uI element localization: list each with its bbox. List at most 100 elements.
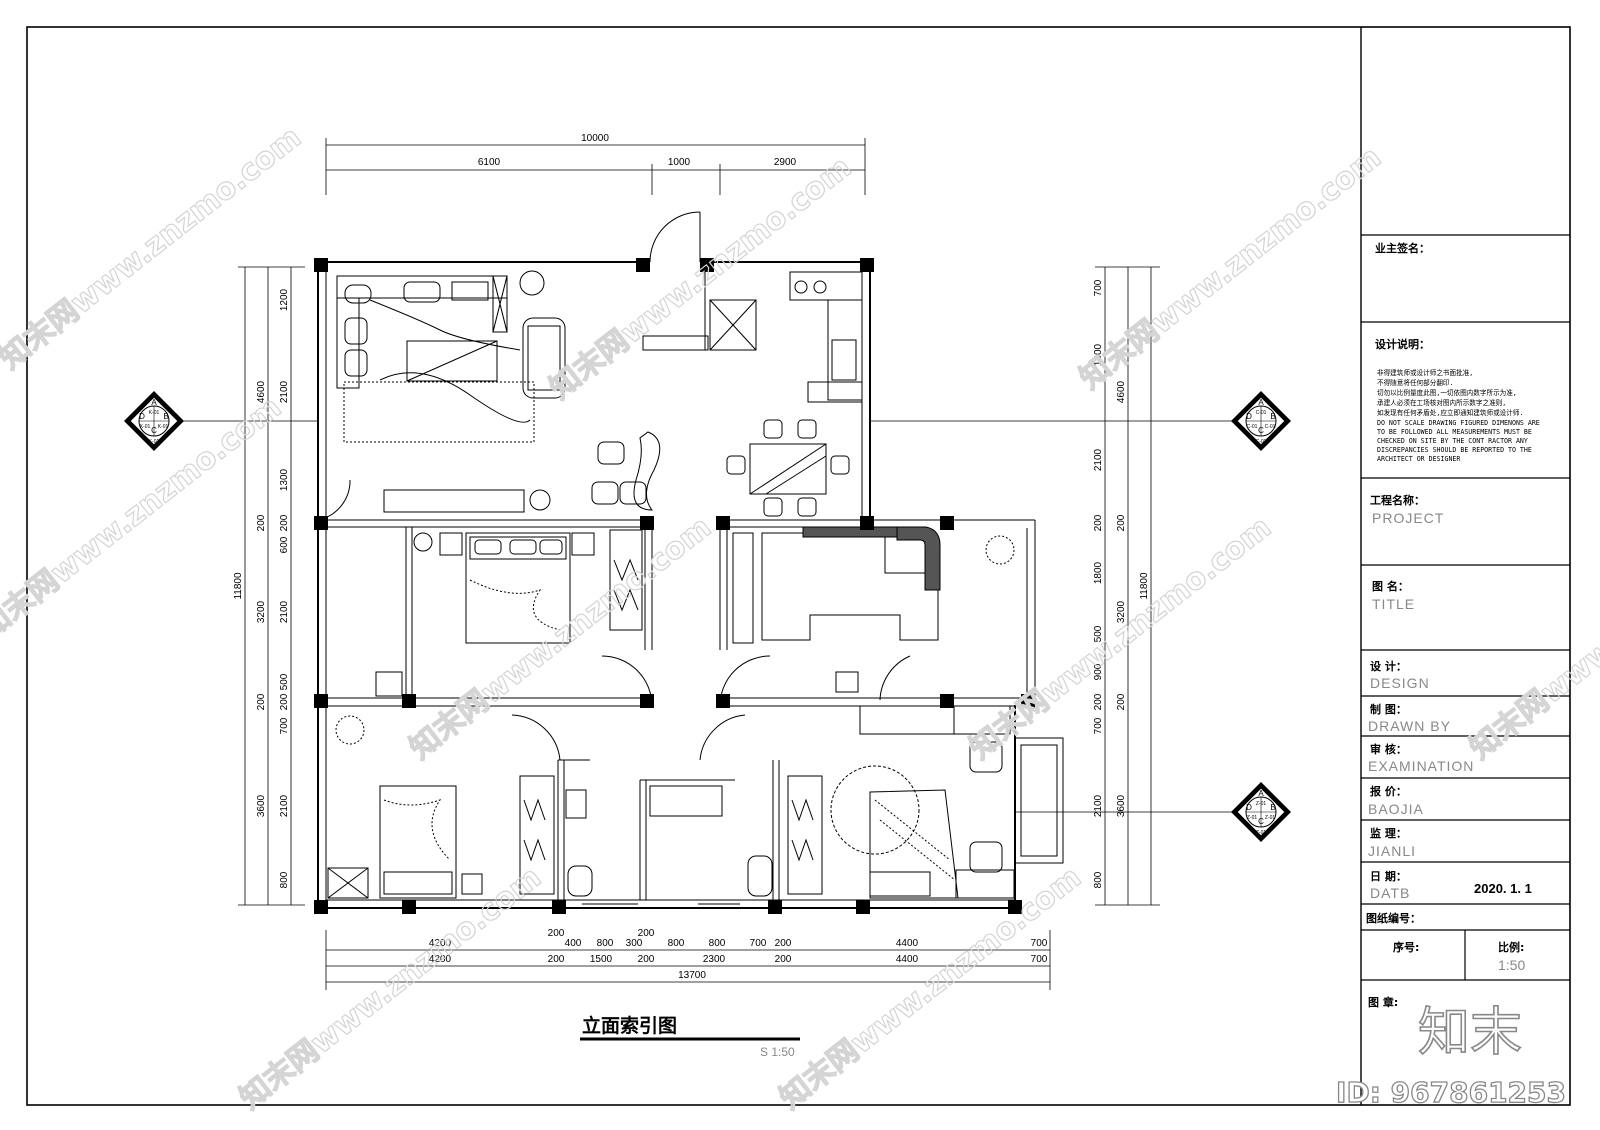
dim-left-total: 11800 <box>233 572 244 600</box>
dim-bottom-r2-4: 2300 <box>703 954 726 965</box>
note-line-4: 如发现有任何矛盾处,应立即通知建筑师或设计师. <box>1377 408 1523 417</box>
date-text: 2020. 1. 1 <box>1474 881 1532 896</box>
quote-label: 报 价： <box>1370 784 1407 798</box>
watermarks: 知末网www.znzmo.com 知末网www.znzmo.com 知末网www… <box>0 119 1600 1117</box>
dim-right-inner-9: 2100 <box>1093 794 1104 817</box>
dim-right-inner-4: 1800 <box>1093 561 1104 584</box>
dim-bottom-r2-1: 200 <box>548 954 565 965</box>
drawing-scale: S 1:50 <box>760 1045 795 1059</box>
idx3-code-c: Z-01 <box>1256 830 1267 836</box>
dim-right-inner-0: 700 <box>1093 279 1104 296</box>
drawing-no-label: 图纸编号： <box>1366 911 1421 925</box>
idx2-a: A <box>1258 398 1264 407</box>
stamp-mark: 知末 <box>1418 1003 1522 1063</box>
sheet-border <box>26 26 1571 1106</box>
dim-top-0: 6100 <box>478 157 501 168</box>
dim-left-inner-9: 2100 <box>279 794 290 817</box>
title-value: TITLE <box>1372 596 1415 612</box>
note-line-0: 非得建筑师或设计师之书面批准, <box>1377 368 1473 377</box>
dim-left-outer-0: 4600 <box>256 380 267 403</box>
dim-left-outer-3: 200 <box>256 693 267 710</box>
dim-right-outer-0: 4600 <box>1116 380 1127 403</box>
index-symbol-right-top: A B C D C-01 C-01 C-01 C-01 <box>1231 391 1291 451</box>
index-symbol-left: A B C D K-01 K-01 K-01 K-01 <box>124 391 184 451</box>
exam-value: EXAMINATION <box>1368 758 1474 774</box>
idx1-code-d: K-01 <box>140 424 151 430</box>
dim-left-inner-2: 1300 <box>279 468 290 491</box>
project-label: 工程名称： <box>1370 493 1425 507</box>
watermark-7: 知末网www.znzmo.com <box>1463 510 1600 767</box>
note-line-1: 不得随意将任何部分翻印. <box>1377 378 1454 387</box>
dim-bottom-total: 13700 <box>678 970 706 981</box>
idx2-c: C <box>1258 426 1264 435</box>
dimension-lines <box>180 138 1235 990</box>
note-line-2: 切勿以比例量度此图,一切依图内数字所示为准, <box>1377 388 1517 397</box>
idx2-code-a: C-01 <box>1256 410 1267 416</box>
ratio-label: 比例: <box>1498 940 1524 954</box>
dim-bottom-r2-5: 200 <box>775 954 792 965</box>
watermark-2: 知末网www.znzmo.com <box>543 150 858 407</box>
stamp-label: 图 章: <box>1368 995 1398 1009</box>
idx2-d: D <box>1246 412 1252 421</box>
dim-bottom-r1-3: 800 <box>597 938 614 949</box>
drawing-title: 立面索引图 <box>582 1014 677 1037</box>
date-value: DATB <box>1370 885 1410 901</box>
title-label: 图 名： <box>1372 579 1409 593</box>
dim-bottom-r2-0: 4200 <box>429 954 452 965</box>
dim-top-1: 1000 <box>668 157 691 168</box>
supervise-value: JIANLI <box>1368 843 1416 859</box>
dim-bottom-r2-3: 200 <box>638 954 655 965</box>
idx1-a: A <box>151 398 157 407</box>
dim-right-outer-2: 3200 <box>1116 600 1127 623</box>
dim-left-inner-3: 200 <box>279 514 290 531</box>
project-value: PROJECT <box>1372 510 1444 526</box>
watermark-3: 知末网www.znzmo.com <box>1073 140 1388 397</box>
dim-right-outer-3: 200 <box>1116 693 1127 710</box>
note-line-9: ARCHITECT OR DESIGNER <box>1377 455 1460 463</box>
design-label: 设 计： <box>1370 659 1407 673</box>
note-line-6: TO BE FOLLOWED ALL MEASUREMENTS MUST BE <box>1377 428 1532 436</box>
note-line-5: DO NOT SCALE DRAWING FIGURED DIMENONS AR… <box>1377 419 1540 427</box>
dim-right-outer-1: 200 <box>1116 514 1127 531</box>
floor-plan <box>317 211 1064 909</box>
dim-right-inner-2: 2100 <box>1093 448 1104 471</box>
note-line-8: DISCREPANCIES SHOULD BE REPORTED TO THE <box>1377 446 1532 454</box>
dim-top-total: 10000 <box>581 133 609 144</box>
title-block-grid <box>1361 234 1570 981</box>
owner-sign-label: 业主签名： <box>1375 241 1430 255</box>
idx2-code-b: C-01 <box>1265 424 1276 430</box>
idx2-b: B <box>1270 412 1275 421</box>
idx1-code-a: K-01 <box>149 410 160 416</box>
idx3-code-b: Z-01 <box>1265 815 1276 821</box>
supervise-label: 监 理： <box>1370 826 1407 840</box>
design-notes-label: 设计说明： <box>1375 337 1430 351</box>
dim-left-inner-1: 2100 <box>279 380 290 403</box>
dim-left-inner-0: 1200 <box>279 288 290 311</box>
idx2-code-c: C-01 <box>1256 439 1267 445</box>
drawn-value: DRAWN BY <box>1368 718 1451 734</box>
id-text: ID: 967861253 <box>1336 1076 1566 1109</box>
idx1-c: C <box>151 426 157 435</box>
idx1-d: D <box>139 412 145 421</box>
watermark-6: 知末网www.znzmo.com <box>963 510 1278 767</box>
dim-right-outer-4: 3600 <box>1116 794 1127 817</box>
idx3-code-a: Z-01 <box>1256 801 1267 807</box>
structural-columns <box>314 258 1035 914</box>
dim-left-inner-8: 700 <box>279 717 290 734</box>
dim-left-inner-4: 600 <box>279 536 290 553</box>
dim-right-inner-10: 800 <box>1093 871 1104 888</box>
dim-bottom-r2-6: 4400 <box>896 954 919 965</box>
idx1-b: B <box>163 412 168 421</box>
drawn-label: 制 图： <box>1370 702 1407 716</box>
ratio-value: 1:50 <box>1498 957 1525 973</box>
note-line-3: 承建人必须在工场核对图内所示数字之准则, <box>1377 398 1506 407</box>
dim-left-outer-2: 3200 <box>256 600 267 623</box>
idx3-b: B <box>1270 803 1275 812</box>
exam-label: 审 核： <box>1370 742 1407 756</box>
dim-bottom-r2-2: 1500 <box>590 954 613 965</box>
dim-bottom-r1-4: 300 <box>626 938 643 949</box>
idx3-d: D <box>1246 803 1252 812</box>
index-symbol-right-bottom: A B C D Z-01 Z-01 Z-01 Z-01 <box>1231 782 1291 842</box>
dim-bottom-r2-7: 700 <box>1031 954 1048 965</box>
